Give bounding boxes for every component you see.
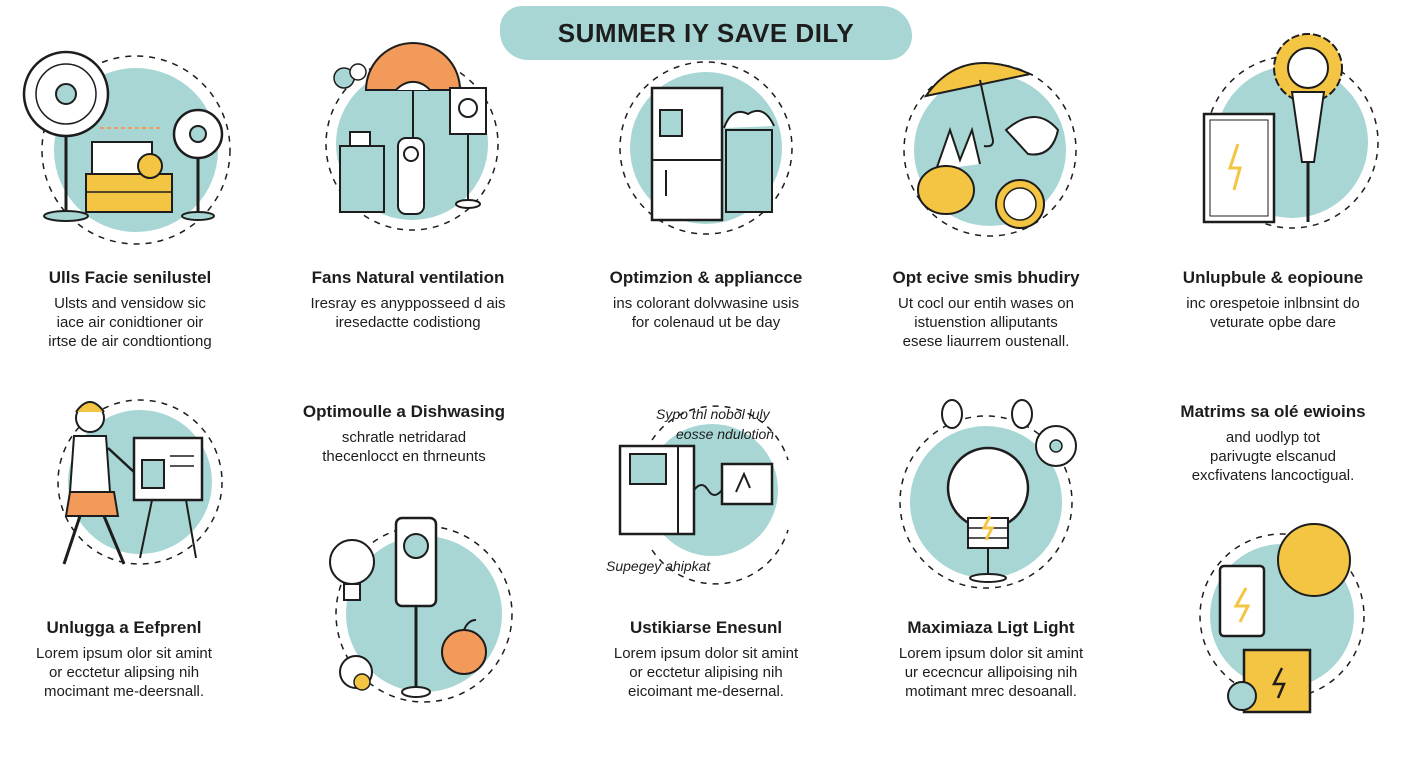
tip-text: Iresray es anypposseed d ais	[310, 295, 506, 312]
tip-card: Maximiaza Ligt Light Lorem ipsum dolor s…	[866, 618, 1116, 701]
umbrella-lemon-icon	[896, 40, 1086, 237]
tip-text: iace air conidtioner oir	[56, 314, 204, 331]
tip-card: Unlupbule & eopioune inc orespetoie inlb…	[1148, 268, 1398, 332]
title-banner	[500, 6, 912, 60]
tip-title: Opt ecive smis bhudiry	[892, 268, 1080, 287]
tip-text: or ecctetur alipsing nih	[48, 664, 200, 681]
tip-title: Fans Natural ventilation	[311, 268, 505, 287]
tip-text: veturate opbe dare	[1210, 314, 1336, 331]
tip-text: excfivatens lancoctigual.	[1191, 467, 1355, 484]
fan-and-box-icon	[20, 44, 240, 245]
tip-text: or ecctetur alipising nih	[629, 664, 783, 681]
tip-text: esese liaurrem oustenall.	[902, 333, 1070, 350]
annotation-text: Supegey ahipkat	[606, 558, 711, 574]
tip-text: motimant mrec desoanall.	[905, 683, 1077, 700]
annotation-text: eosse ndulotion	[676, 426, 775, 442]
tip-text: parivugte elscanud	[1210, 448, 1336, 465]
tip-text: Lorem ipsum olor sit amint	[36, 645, 212, 662]
annotation-text: Sypo thl nobol luly	[656, 406, 770, 422]
tip-title: Unlugga a Eefprenl	[46, 618, 202, 637]
tip-card: Opt ecive smis bhudiry Ut cocl our entih…	[866, 268, 1106, 351]
tip-text: thecenlocct en thrneunts	[322, 448, 486, 465]
tip-text: ins colorant dolvwasine usis	[613, 295, 799, 312]
tip-title: Optimzion & appliancce	[609, 268, 803, 287]
tip-text: Ut cocl our entih wases on	[898, 295, 1074, 312]
tip-title: Matrims sa olé ewioins	[1180, 402, 1366, 421]
tip-text: Ulsts and vensidow sic	[54, 295, 206, 312]
tip-text: schratle netridarad	[341, 429, 467, 446]
page-title: SUMMER IY SAVE DILY	[557, 18, 855, 48]
tip-text: Lorem ipsum dolor sit amint	[613, 645, 799, 662]
tip-text: inc orespetoie inlbnsint do	[1186, 295, 1360, 312]
tip-text: eicoimant me-desernal.	[628, 683, 784, 700]
light-bulb-icon	[899, 396, 1090, 601]
tip-text: iresedactte codistiong	[335, 314, 481, 331]
tip-text: ur ececncur allipoising nih	[904, 664, 1078, 681]
tip-card: Optimzion & appliancce ins colorant dolv…	[576, 268, 836, 332]
tip-text: and uodlyp tot	[1225, 429, 1321, 446]
umbrella-dehumidifier-icon	[320, 42, 510, 231]
gear-book-lamp-icon	[1182, 32, 1379, 237]
tip-card: Optimoulle a Dishwasing schratle netrida…	[284, 402, 524, 466]
tip-card: Fans Natural ventilation Iresray es anyp…	[288, 268, 528, 332]
tip-card: Matrims sa olé ewioins and uodlyp tot pa…	[1148, 402, 1398, 485]
tip-text: istuenstion alliputants	[914, 314, 1058, 331]
battery-bulb-icon	[1186, 520, 1386, 725]
tip-text: mocimant me-deersnall.	[43, 683, 205, 700]
tip-title: Ulls Facie senilustel	[48, 268, 212, 287]
fridge-meter-icon	[612, 405, 802, 585]
power-meter-icon	[320, 514, 513, 709]
tip-title: Ustikiarse Enesunl	[629, 618, 783, 637]
tip-text: for colenaud ut be day	[631, 314, 781, 331]
person-presentation-icon	[30, 392, 230, 587]
tip-title: Unlupbule & eopioune	[1182, 268, 1364, 287]
tip-card: Unlugga a Eefprenl Lorem ipsum olor sit …	[4, 618, 244, 701]
tip-title: Optimoulle a Dishwasing	[302, 402, 506, 421]
tip-card: Ustikiarse Enesunl Lorem ipsum dolor sit…	[576, 618, 836, 701]
tip-text: irtse de air condtiontiong	[48, 333, 212, 350]
tip-title: Maximiaza Ligt Light	[907, 618, 1075, 637]
tip-text: Lorem ipsum dolor sit amint	[898, 645, 1084, 662]
refrigerator-icon	[608, 58, 798, 243]
tip-card: Ulls Facie senilustel Ulsts and vensidow…	[10, 268, 250, 351]
